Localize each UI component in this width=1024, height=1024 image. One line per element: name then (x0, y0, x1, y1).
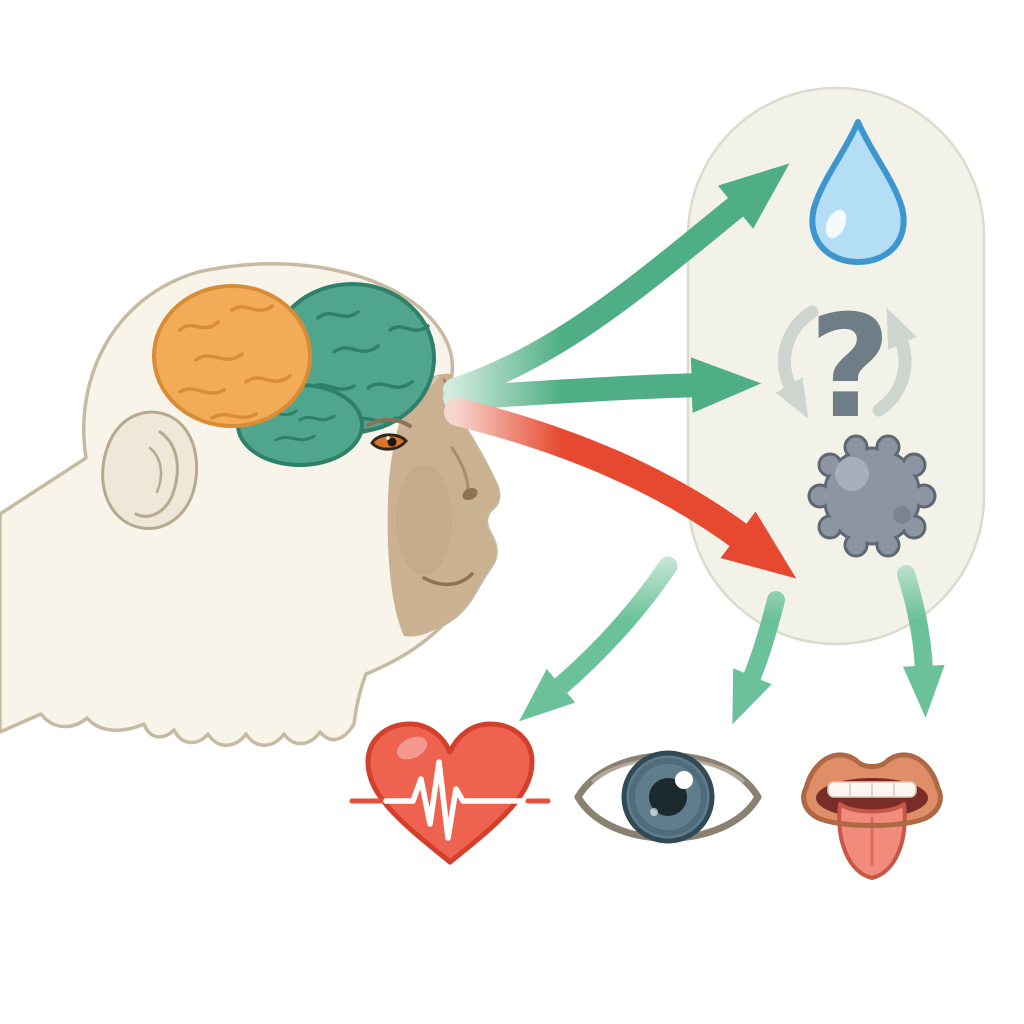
brain-output-arrows (443, 163, 797, 579)
eye-icon (574, 750, 762, 844)
brow-line (366, 417, 412, 428)
water-droplet-icon (809, 119, 907, 265)
monkey-eye-glint (386, 436, 390, 440)
frontal-gyri (178, 304, 292, 420)
nostril (462, 487, 478, 501)
green-arrow-to-heart (519, 556, 678, 722)
green-arrow-to-eye (732, 591, 785, 725)
outcomes-panel: ? (686, 86, 986, 646)
eye-glint-large (675, 771, 693, 789)
mouth-line (422, 572, 474, 587)
muzzle-shading (396, 465, 452, 575)
lips-outline (801, 752, 943, 828)
monkey-pupil (387, 437, 397, 447)
question-mark-text: ? (809, 285, 891, 450)
green-arrow-to-droplet (443, 163, 790, 402)
eye-glint-small (650, 808, 658, 816)
gear-highlight (835, 457, 869, 491)
ecg-trace (383, 759, 531, 841)
brain-frontal-region (152, 284, 312, 428)
panel-to-response-arrows (519, 556, 945, 725)
monkey-ear (101, 410, 199, 530)
mouth-tongue-icon (801, 752, 943, 880)
heart-ecg-icon (349, 721, 551, 865)
iris-ring (629, 758, 707, 836)
monkey-face (387, 373, 499, 637)
heart-highlight (396, 736, 428, 760)
nose-bridge-line (450, 446, 470, 492)
green-arrow-to-mouth (897, 565, 945, 718)
teeth-gaps (849, 783, 895, 796)
monkey-head-illustration (0, 262, 501, 747)
pupil (649, 778, 687, 816)
green-arrow-to-cycle (443, 357, 762, 414)
droplet-highlight (825, 209, 847, 239)
gear-shadow-dot (893, 506, 911, 524)
pathogen-gear-icon (807, 434, 937, 558)
cycle-arrows-icon (775, 305, 917, 419)
red-arrow-to-pathogen (444, 398, 797, 579)
